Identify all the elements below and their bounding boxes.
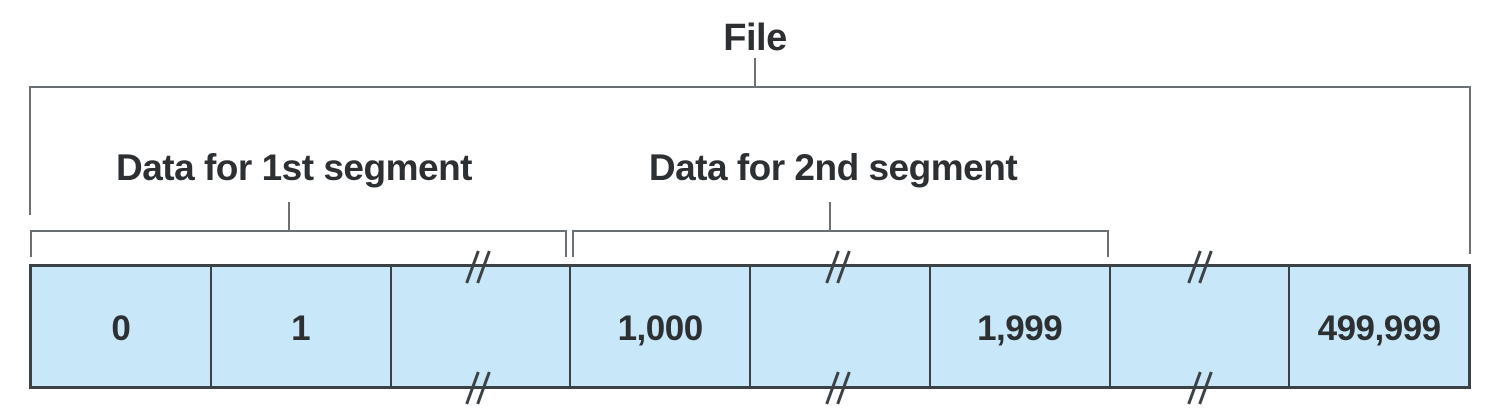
break-mark-icon: [465, 250, 491, 284]
segment1-bracket: [30, 230, 567, 257]
file-byte-row: 0 1 1,000 1,999 499,999: [29, 264, 1471, 389]
byte-cell-gap-1: [389, 267, 570, 386]
break-mark-icon: [1187, 371, 1213, 405]
break-mark-icon: [825, 250, 851, 284]
byte-cell-gap-3: [1108, 267, 1289, 386]
break-mark-icon: [465, 371, 491, 405]
byte-cell-gap-2: [749, 267, 929, 386]
segment2-bracket: [572, 230, 1109, 257]
byte-cell-1000: 1,000: [569, 267, 749, 386]
break-mark-icon: [825, 371, 851, 405]
segment2-label: Data for 2nd segment: [648, 147, 1018, 188]
file-bracket: [29, 86, 1471, 88]
byte-cell-0: 0: [111, 308, 131, 348]
byte-cell-499999: 499,999: [1288, 267, 1468, 386]
file-bracket-right-arm: [1469, 86, 1471, 254]
break-mark-icon: [1187, 250, 1213, 284]
file-label-tick: [754, 58, 756, 87]
segment1-label: Data for 1st segment: [116, 147, 473, 188]
segment1-label-tick: [288, 202, 290, 231]
file-bracket-left-arm: [29, 86, 31, 215]
segment2-label-tick: [829, 202, 831, 231]
byte-cell-1999: 1,999: [928, 267, 1109, 386]
byte-cell-1: 1: [209, 267, 390, 386]
file-label: File: [723, 17, 787, 59]
